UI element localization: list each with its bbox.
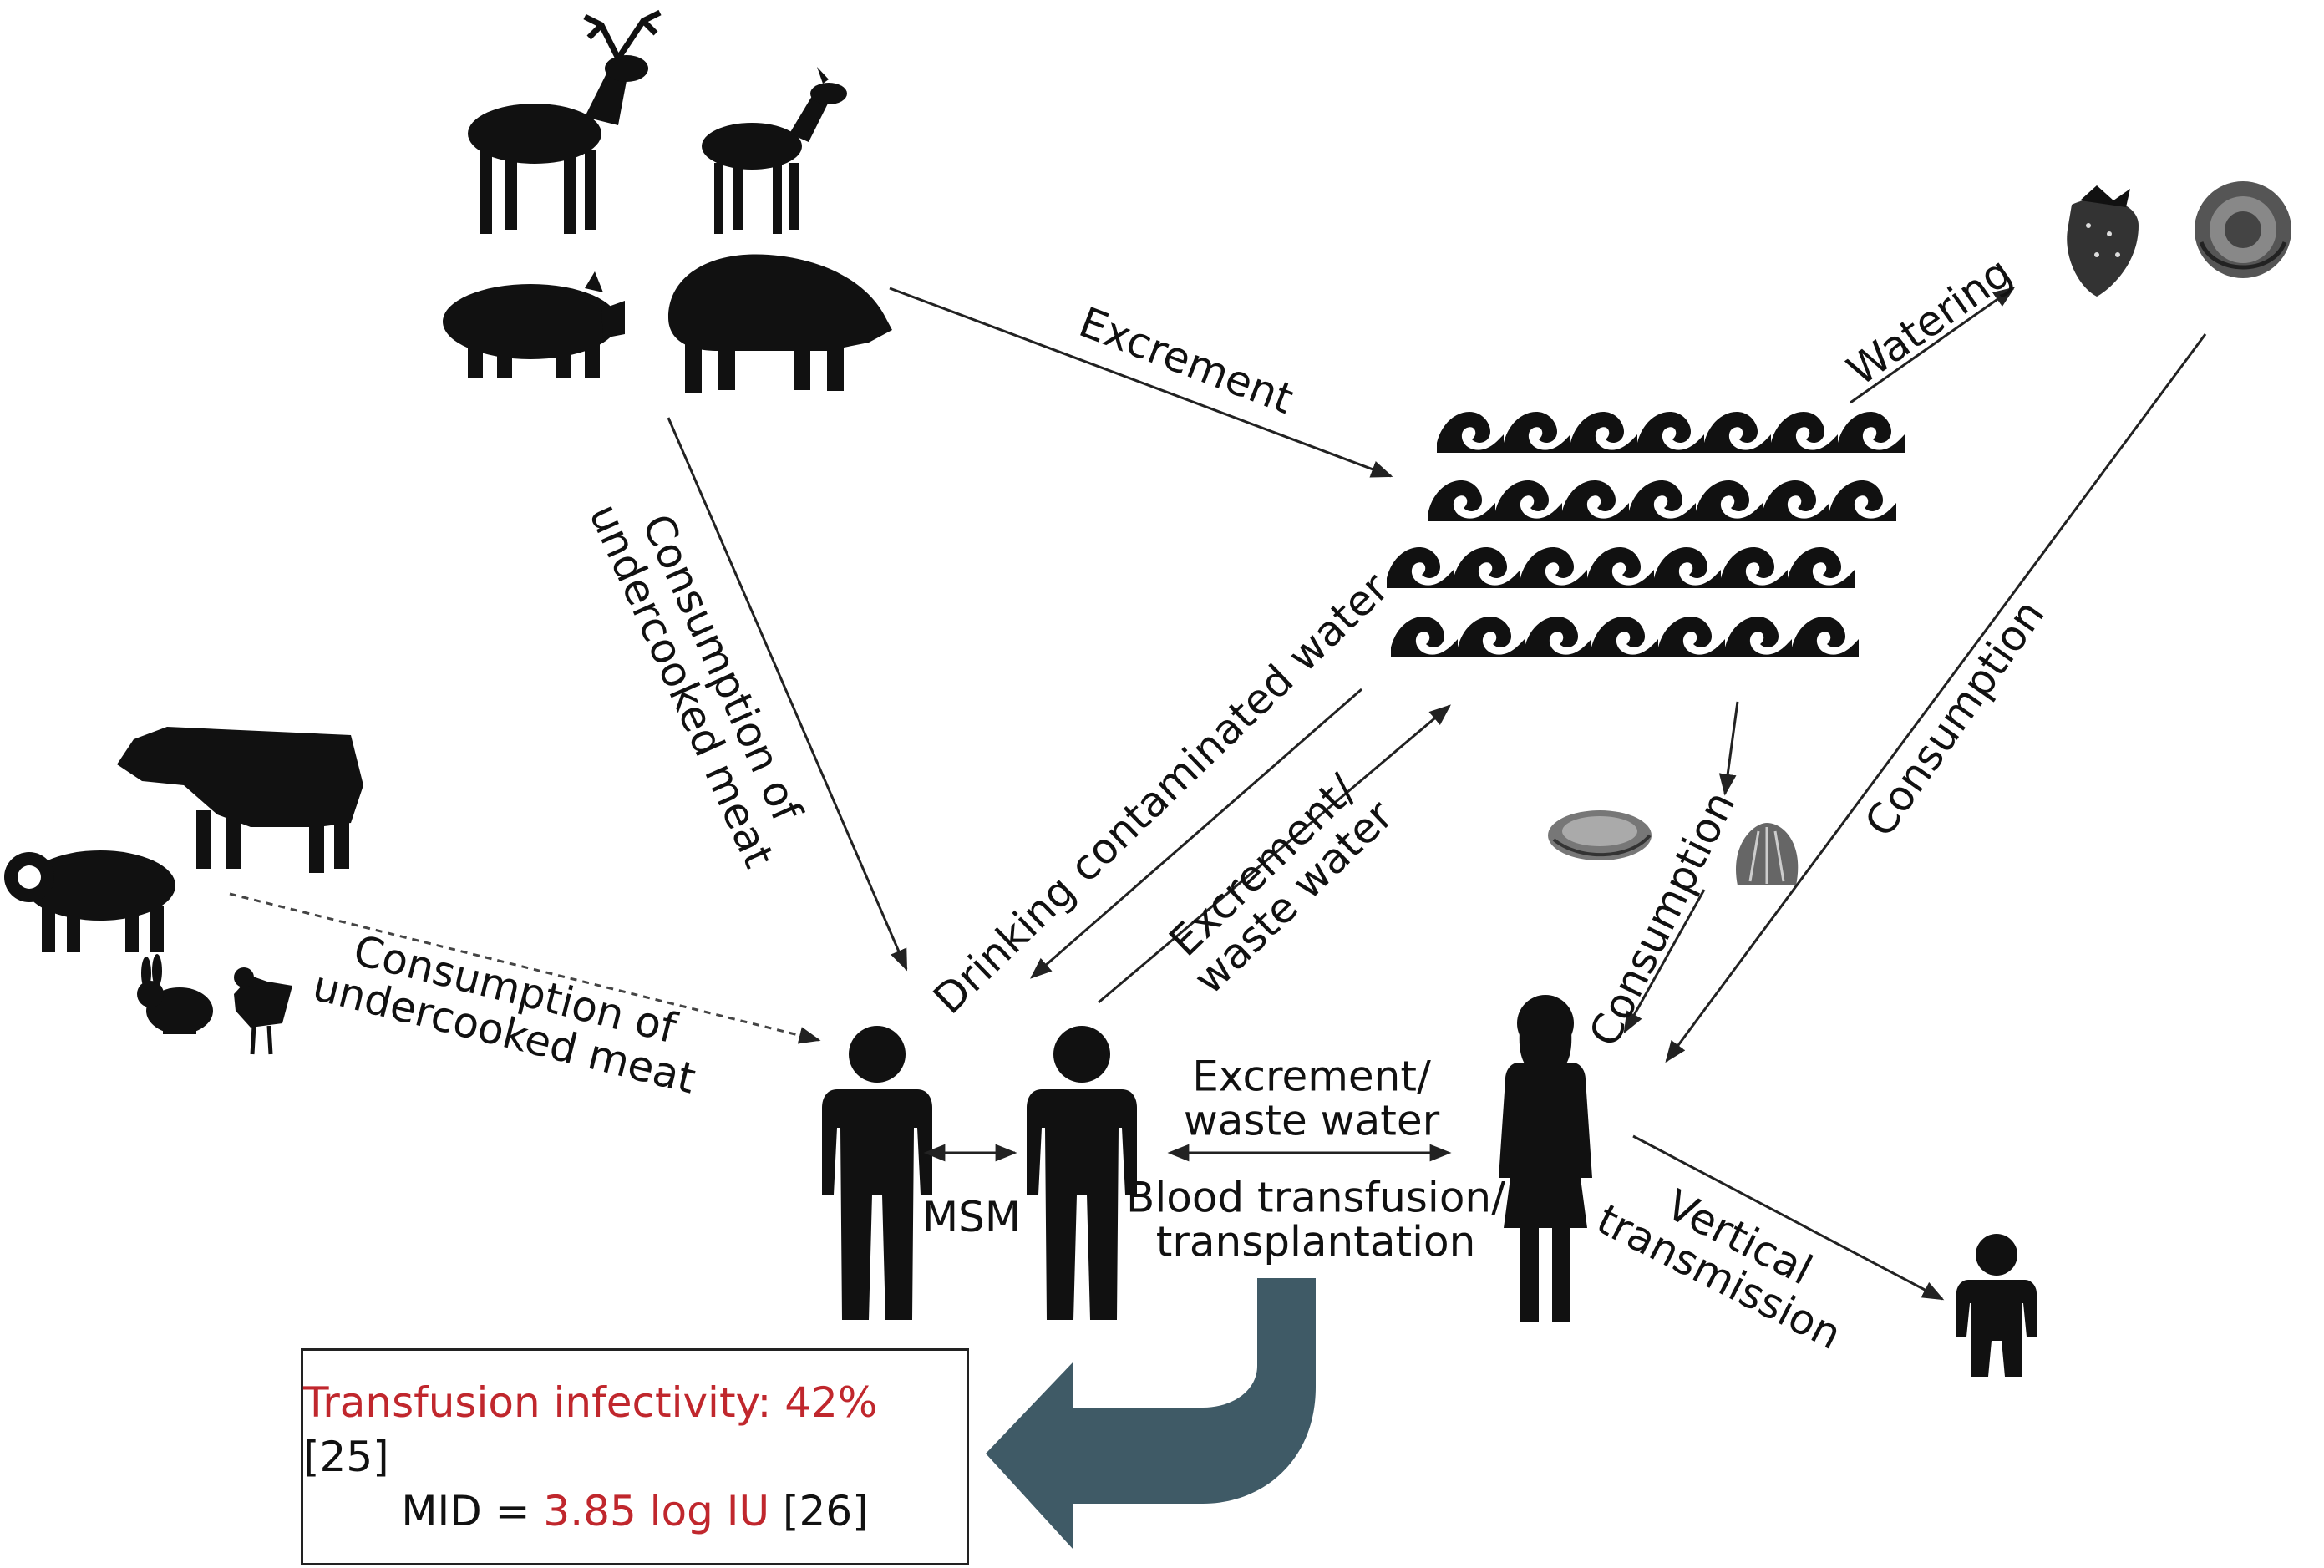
cabbage-icon — [2195, 181, 2291, 278]
child-icon — [1956, 1234, 2037, 1377]
scallop-icon — [1736, 823, 1799, 885]
mid-line: MID = 3.85 log IU [26] — [401, 1484, 868, 1539]
water-waves-icon — [1387, 411, 1905, 657]
transfusion-infectivity-value: Transfusion infectivity: 42% — [303, 1378, 878, 1427]
sheep-icon — [4, 850, 175, 952]
strawberry-icon — [2067, 185, 2139, 297]
reference-26: [26] — [769, 1486, 869, 1535]
doe-icon — [702, 67, 847, 234]
stag-icon — [468, 9, 662, 234]
chicken-icon — [234, 967, 292, 1055]
transfusion-infectivity-line: Transfusion infectivity: 42% [25] — [303, 1376, 967, 1484]
oyster-icon — [1548, 810, 1652, 860]
woman-icon — [1499, 995, 1592, 1322]
mid-value: 3.85 log IU — [543, 1486, 770, 1535]
pig-icon — [443, 271, 625, 378]
curved-arrow-icon — [986, 1278, 1316, 1550]
rabbit-icon — [137, 954, 213, 1034]
label-msm: MSM — [921, 1192, 1022, 1241]
transfusion-info-box: Transfusion infectivity: 42% [25] MID = … — [301, 1348, 969, 1565]
man-icon — [1027, 1026, 1137, 1320]
label-excrement-waste-horizontal: Excrement/ waste water — [1183, 1052, 1440, 1144]
cow-icon — [117, 727, 363, 873]
wild-boar-icon — [668, 254, 892, 393]
man-icon — [822, 1026, 932, 1320]
reference-25: [25] — [303, 1432, 389, 1481]
label-blood-transfusion: Blood transfusion/ transplantation — [1126, 1173, 1505, 1266]
mid-prefix: MID = — [401, 1486, 544, 1535]
